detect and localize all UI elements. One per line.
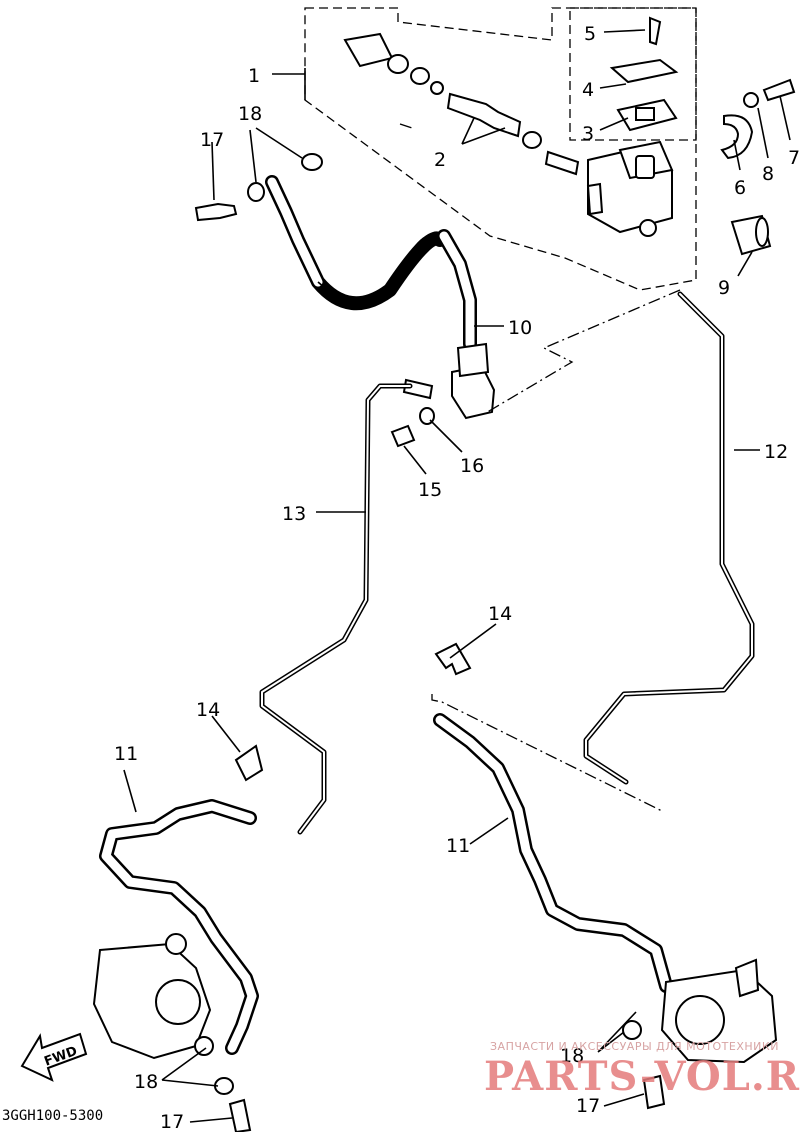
assembly-box-5-4-3	[569, 7, 697, 141]
leader-lines	[123, 29, 791, 1123]
assembly-group-outline	[304, 7, 697, 291]
drawing-code: 3GGH100-5300	[2, 1108, 103, 1124]
callout-3: 3	[582, 123, 594, 145]
union-bolt-top	[194, 153, 323, 222]
callout-2: 2	[434, 149, 446, 171]
watermark-brand: PARTS-VOL.RU	[484, 1053, 800, 1100]
callout-17-bottom-right: 17	[576, 1095, 600, 1117]
callout-14-left: 14	[196, 699, 220, 721]
piston-kit	[343, 16, 662, 176]
callout-16: 16	[460, 455, 484, 477]
callout-12: 12	[764, 441, 788, 463]
callout-18-bottom-right: 18	[560, 1045, 584, 1067]
callout-6: 6	[734, 177, 746, 199]
forward-arrow-icon: FWD	[20, 1032, 88, 1082]
brake-hose-11-right	[433, 713, 673, 993]
brake-caliper-right	[622, 958, 778, 1110]
callout-18-top: 18	[238, 103, 262, 125]
callout-13: 13	[282, 503, 306, 525]
hose-clip-14	[234, 642, 472, 782]
callout-5: 5	[584, 23, 596, 45]
master-cylinder	[586, 140, 674, 237]
callout-7: 7	[788, 147, 800, 169]
watermark-caption: ЗАПЧАСТИ И АКСЕССУАРЫ ДЛЯ МОТОТЕХНИКИ	[490, 1040, 779, 1053]
reservoir-cap-set	[609, 58, 679, 132]
callout-9: 9	[718, 277, 730, 299]
callout-11-right: 11	[446, 835, 470, 857]
handlebar-clamp	[720, 78, 796, 256]
callout-11-left: 11	[114, 743, 138, 765]
callout-18-bottom-left: 18	[134, 1071, 158, 1093]
brake-pipe-13	[259, 383, 413, 835]
callout-8: 8	[762, 163, 774, 185]
callout-17-top: 17	[200, 129, 224, 151]
callout-15: 15	[418, 479, 442, 501]
callout-1: 1	[248, 65, 260, 87]
callout-4: 4	[582, 79, 594, 101]
callout-17-bottom-left: 17	[160, 1111, 184, 1132]
callout-14-top: 14	[488, 603, 512, 625]
brake-junction-block	[390, 342, 496, 448]
brake-caliper-left	[92, 933, 252, 1132]
callout-10: 10	[508, 317, 532, 339]
